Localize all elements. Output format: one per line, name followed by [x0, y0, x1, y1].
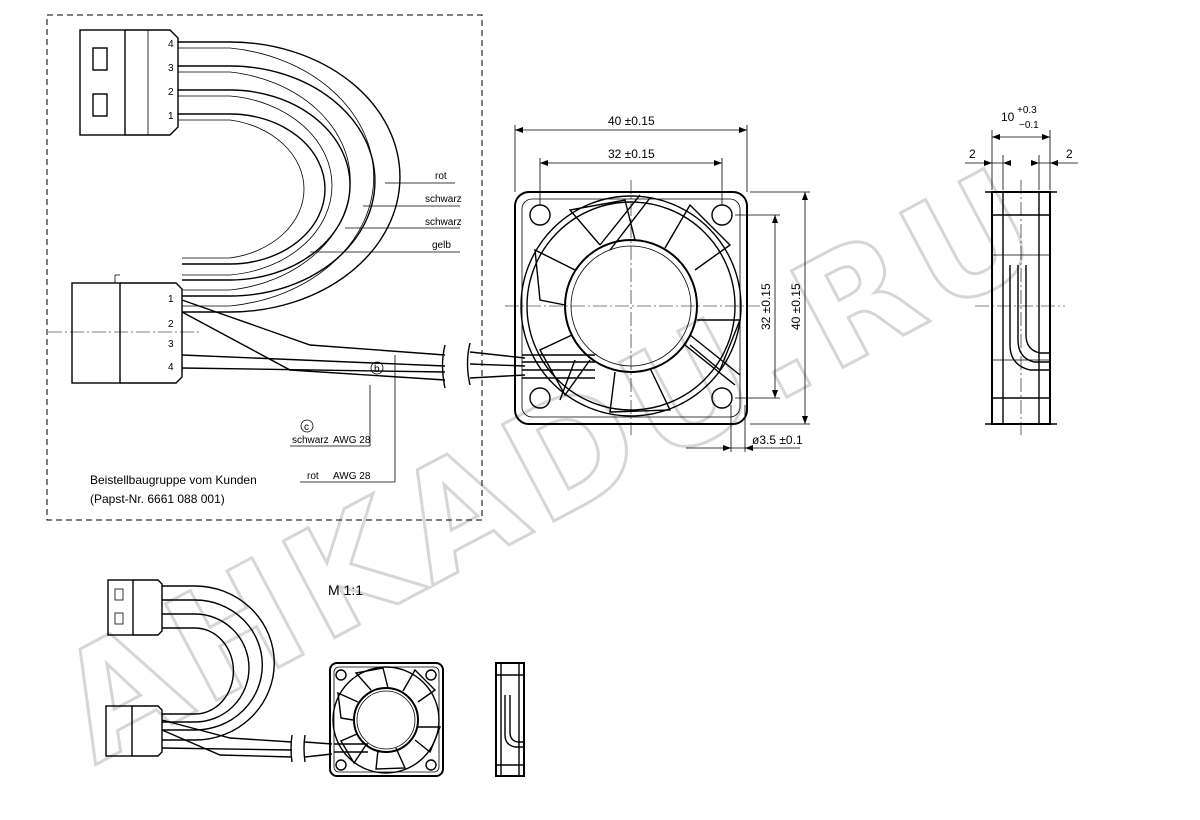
awg-rot-gauge: AWG 28	[333, 471, 371, 482]
wire-label-schwarz-1: schwarz	[425, 194, 462, 205]
dim-depth-tol-plus: +0.3	[1017, 105, 1037, 116]
dimension-arrows	[515, 127, 808, 451]
wire-label-gelb: gelb	[432, 240, 451, 251]
marker-b-circle	[370, 361, 384, 375]
side-dimension-lines	[965, 130, 1078, 190]
mount-hole-tr	[711, 204, 733, 226]
cable-break-marks	[441, 342, 471, 389]
mount-hole-tl	[529, 204, 551, 226]
fan-front-view	[505, 180, 760, 435]
side-dimension-arrows	[984, 134, 1058, 166]
order-note-line1: Beistellbaugruppe vom Kunden	[90, 473, 257, 487]
awg-rot-color: rot	[307, 471, 319, 482]
wire-label-rot: rot	[435, 171, 447, 182]
wire-harness	[178, 41, 401, 313]
dim-flange-right: 2	[1066, 147, 1073, 161]
dim-height-outer: 40 ±0.15	[789, 283, 803, 330]
awg-leaders	[290, 355, 396, 483]
connector-bottom-pin-3: 3	[168, 339, 174, 350]
dim-width-outer: 40 ±0.15	[608, 114, 655, 128]
mount-hole-bl	[529, 387, 551, 409]
connector-bottom-pin-4: 4	[168, 362, 174, 373]
dim-hole-diameter: ø3.5 ±0.1	[752, 433, 803, 447]
connector-top-pin-4: 4	[168, 39, 174, 50]
marker-c-label: c	[304, 422, 309, 433]
order-note-line2: (Papst-Nr. 6661 088 001)	[90, 492, 225, 506]
connector-top-pin-3: 3	[168, 63, 174, 74]
connector-bottom: 1 2 3 4	[71, 274, 183, 384]
dim-height-holes: 32 ±0.15	[759, 283, 773, 330]
wire-color-callouts: rot schwarz schwarz gelb	[310, 171, 462, 253]
wire-label-schwarz-2: schwarz	[425, 217, 462, 228]
mount-hole-br	[711, 387, 733, 409]
mini-fan-front	[329, 662, 444, 777]
connector-top-pin-1: 1	[168, 111, 174, 122]
connector-top: 4 3 2 1	[79, 29, 179, 136]
fan-side-view	[975, 180, 1065, 435]
watermark-text: AHKADU.RU	[30, 133, 1071, 797]
scale-label: M 1:1	[328, 582, 363, 598]
awg-schwarz-gauge: AWG 28	[333, 435, 371, 446]
awg-schwarz-color: schwarz	[292, 435, 329, 446]
marker-b-label: b	[374, 364, 380, 375]
dim-width-holes: 32 ±0.15	[608, 147, 655, 161]
fan-hub	[564, 239, 698, 373]
connector-bottom-pin-2: 2	[168, 319, 174, 330]
connector-top-pin-2: 2	[168, 87, 174, 98]
dimension-lines	[514, 125, 810, 452]
wire-harness-inner	[178, 47, 375, 307]
dim-depth: 10	[1001, 110, 1015, 124]
marker-c-circle	[300, 419, 314, 433]
connector-bottom-pin-1: 1	[168, 294, 174, 305]
dim-flange-left: 2	[969, 147, 976, 161]
mini-harness	[105, 579, 333, 763]
fan-cable	[181, 299, 526, 381]
dim-depth-tol-minus: −0.1	[1019, 120, 1039, 131]
mini-fan-side	[495, 662, 525, 777]
